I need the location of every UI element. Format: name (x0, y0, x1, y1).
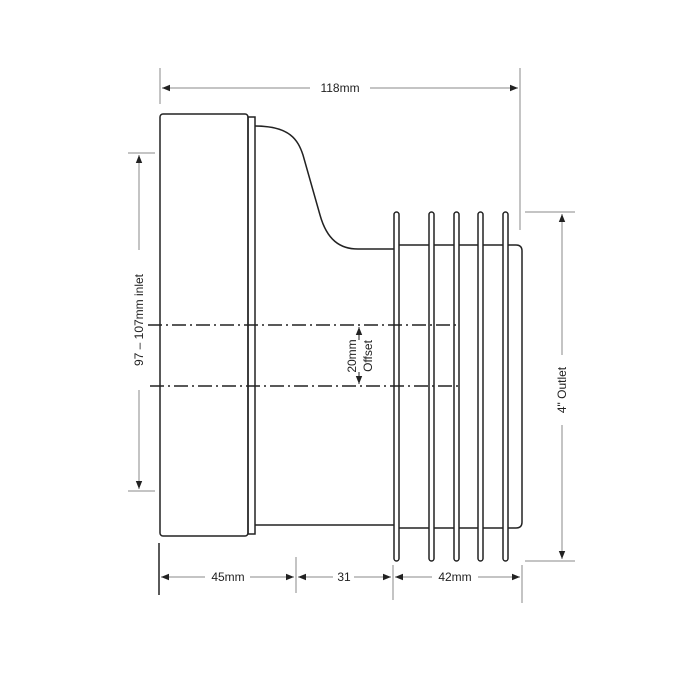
inlet-length-label: 45mm (211, 570, 244, 584)
outlet-length-label: 42mm (438, 570, 471, 584)
outlet-fins (393, 211, 509, 562)
middle-length-label: 31 (337, 570, 351, 584)
inlet-diameter-label: 97 – 107mm inlet (132, 273, 146, 366)
fin (477, 211, 484, 562)
fin (502, 211, 509, 562)
outlet-diameter-label: 4" Outlet (555, 366, 569, 413)
overall-length-label: 118mm (320, 81, 359, 95)
offset-value-label: 20mm (345, 339, 359, 372)
offset-bend (254, 125, 396, 250)
offset-label: Offset (361, 339, 375, 371)
outlet-body (396, 244, 523, 529)
